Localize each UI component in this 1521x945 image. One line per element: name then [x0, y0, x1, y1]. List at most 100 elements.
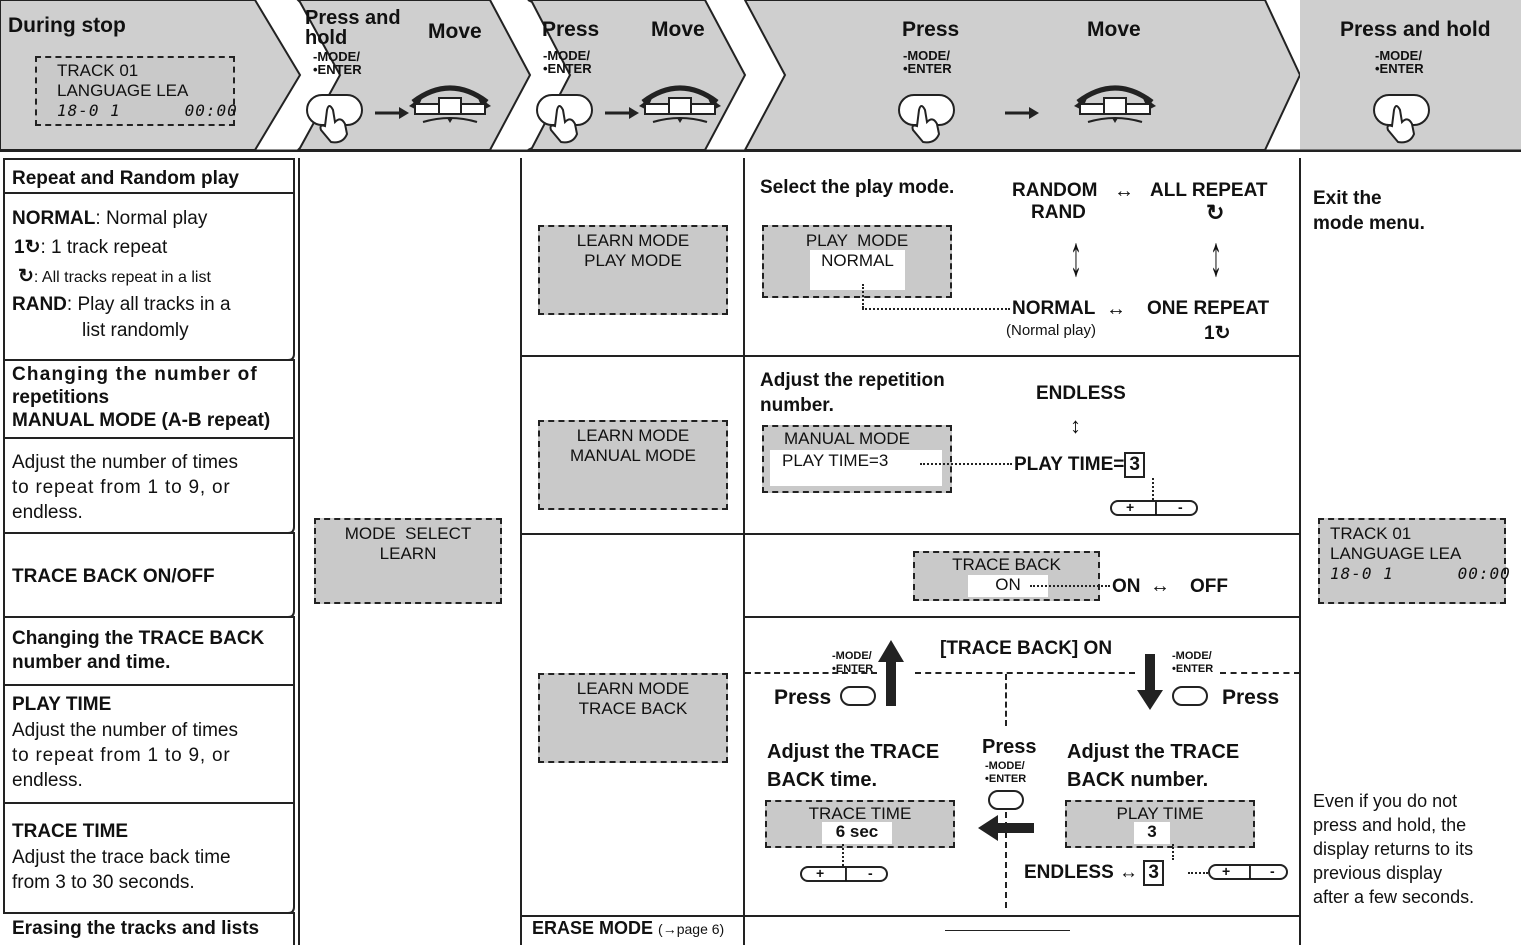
changing-traceback-title: Changing the TRACE BACK number and time. — [12, 628, 265, 673]
repeat-icon: ↻ — [24, 237, 41, 258]
lcd-line-3: 18-0 1 00:00 — [57, 101, 238, 120]
arrow-lr-icon: ↔ — [1119, 862, 1139, 883]
erasing-title: Erasing the tracks and lists — [12, 918, 260, 939]
arrow-lr-icon: ↔ — [1150, 575, 1170, 597]
repeat-icon: ↻ — [1214, 323, 1231, 344]
one-repeat-label: ONE REPEAT — [1147, 298, 1270, 319]
endless-label: ENDLESS — [1036, 383, 1126, 404]
dashed-divider — [1005, 674, 1007, 726]
all-repeat-row: ↻: All tracks repeat in a list — [18, 266, 211, 287]
jog-dial-icon-3 — [1074, 85, 1156, 123]
repeat-icon: ↻ — [1206, 200, 1225, 225]
header-background — [0, 0, 1521, 152]
grid-line — [520, 915, 1301, 917]
connector-line — [1152, 478, 1154, 500]
header-move-3: Move — [1087, 18, 1141, 41]
plus-minus-button[interactable]: +|- — [800, 865, 888, 882]
repeat-icon: ↻ — [18, 266, 34, 287]
mode-enter-label-4: -MODE/ •ENTER — [1375, 48, 1424, 76]
header-move-2: Move — [651, 18, 705, 41]
arrow-right-icon-3 — [1005, 107, 1039, 119]
manual-mode-value-box: PLAY TIME=3 — [770, 450, 942, 486]
left-column-frame — [3, 158, 295, 945]
dashed-divider — [745, 672, 877, 674]
rand-row-2: list randomly — [82, 320, 189, 341]
play-time-value-box: 3 — [1134, 822, 1170, 844]
trace-back-on-title: [TRACE BACK] ON — [940, 638, 1113, 659]
rand-label: RAND — [1031, 202, 1086, 223]
arrow-down-icon — [1137, 654, 1163, 710]
lcd-line-2: LANGUAGE LEA — [57, 81, 189, 100]
press-right: Press — [1222, 686, 1280, 709]
mode-button-left[interactable] — [840, 686, 876, 706]
mode-enter-label-7: -MODE/ •ENTER — [985, 760, 1027, 785]
erase-mode-label: ERASE MODE (→page 6) — [532, 918, 725, 938]
grid-line — [298, 158, 300, 945]
mode-enter-label-1: -MODE/ •ENTER — [313, 49, 362, 77]
plus-minus-button[interactable]: +|- — [1110, 499, 1198, 516]
rand-row: RAND: Play all tracks in a — [12, 294, 231, 315]
grid-line — [743, 158, 745, 945]
header-press-and-hold-2: Press and hold — [1340, 18, 1491, 41]
off-label: OFF — [1190, 576, 1228, 597]
press-left: Press — [774, 686, 832, 709]
mode-select-lcd: MODE SELECT LEARN — [314, 518, 502, 604]
header-press-2: Press — [902, 18, 960, 41]
trace-back-value-box: ON — [968, 575, 1048, 597]
header-move-1: Move — [428, 20, 482, 43]
learn-trace-back-lcd: LEARN MODE TRACE BACK — [538, 673, 728, 763]
arrow-ud-icon: ↕ — [1070, 225, 1082, 290]
one-repeat-row: 1↻: 1 track repeat — [14, 237, 168, 258]
dashed-divider — [915, 672, 1135, 674]
lcd-line-1: TRACK 01 — [57, 61, 139, 80]
play-mode-value-box: NORMAL — [810, 250, 905, 290]
return-note: Even if you do not press and hold, the d… — [1313, 791, 1475, 907]
repeat-random-title: Repeat and Random play — [12, 168, 239, 189]
jog-dial-icon-1 — [409, 85, 491, 123]
header-during-stop: During stop — [8, 14, 126, 37]
grid-line — [743, 616, 1301, 618]
mode-button-right[interactable] — [1172, 686, 1208, 706]
connector-line — [1030, 585, 1110, 587]
random-label: RANDOM — [1012, 180, 1098, 201]
arrow-ud-icon: ↕ — [1210, 225, 1222, 290]
arrow-left-icon — [978, 815, 1034, 841]
changing-repetitions-title: Changing the number of repetitions MANUA… — [12, 364, 271, 431]
mode-enter-label-3: -MODE/ •ENTER — [903, 48, 952, 76]
dashed-divider — [1220, 672, 1300, 674]
connector-line — [842, 844, 844, 866]
mode-button-center[interactable] — [988, 790, 1024, 810]
grid-line — [520, 533, 1301, 535]
play-time-title: PLAY TIME — [12, 694, 112, 715]
learn-manual-mode-lcd: LEARN MODE MANUAL MODE — [538, 420, 728, 510]
on-label: ON — [1112, 576, 1141, 597]
trace-back-onoff-title: TRACE BACK ON/OFF — [12, 566, 215, 587]
arrow-right-icon-2 — [605, 107, 639, 119]
connector-line — [1188, 872, 1208, 874]
connector-line — [920, 463, 1012, 465]
plus-minus-button[interactable]: +|- — [1208, 863, 1288, 880]
select-play-mode: Select the play mode. — [760, 177, 955, 198]
grid-line — [520, 158, 522, 945]
arrow-right-icon-1 — [375, 107, 409, 119]
all-repeat-label: ALL REPEAT — [1150, 180, 1268, 201]
grid-line — [520, 355, 1301, 357]
one-repeat-symbol: 1↻ — [1204, 323, 1231, 344]
jog-dial-icon-2 — [639, 85, 721, 123]
erase-rule — [945, 930, 1070, 931]
connector-line — [1172, 844, 1174, 860]
normal-row: NORMAL: Normal play — [12, 208, 208, 229]
press-center: Press — [982, 736, 1037, 758]
press-hand-icon-2 — [536, 94, 593, 144]
trace-time-value-box: 6 sec — [822, 822, 892, 844]
connector-line — [862, 308, 1010, 310]
endless-label-2: ENDLESS ↔ 3 — [1024, 860, 1164, 886]
trace-time-title: TRACE TIME — [12, 821, 129, 842]
header-press-1: Press — [542, 18, 600, 41]
grid-line — [1299, 158, 1301, 945]
connector-line — [862, 284, 864, 308]
learn-play-mode-lcd: LEARN MODE PLAY MODE — [538, 225, 728, 315]
